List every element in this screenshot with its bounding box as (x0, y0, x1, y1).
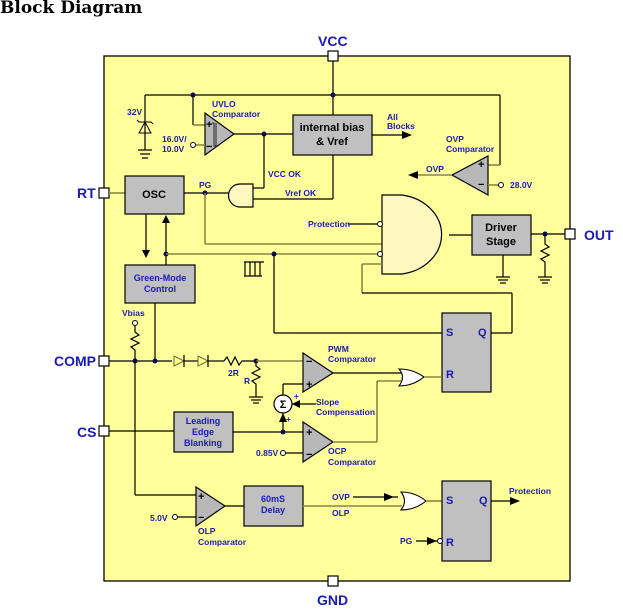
pwm-comp-2: Comparator (328, 354, 377, 364)
uvlo-comparator: + − UVLO Comparator 16.0V/ 10.0V (162, 99, 293, 189)
pwm-comparator: − + PWM Comparator (282, 344, 403, 395)
pin-comp[interactable]: COMP (54, 353, 110, 369)
pwm-plus: + (306, 379, 312, 391)
internal-bias-block: internal bias & Vref All Blocks VCC OK V… (253, 112, 415, 200)
ocp-plus: + (306, 427, 312, 439)
leb-block: Leading Edge Blanking (109, 411, 303, 453)
chip-body (103, 55, 571, 582)
delay-line-1: 60mS (261, 494, 285, 504)
and-gate-pg (227, 183, 254, 208)
vcc-ok-label: VCC OK (268, 169, 302, 179)
ovp-minus: − (478, 179, 484, 191)
zener-diode-icon: 32V (127, 95, 154, 159)
pin-vcc[interactable]: VCC (318, 33, 348, 62)
slope-label-1: Slope (316, 397, 339, 407)
prot-latch-q: Q (479, 495, 488, 507)
zener-label: 32V (127, 107, 142, 117)
sigma-icon: Σ (280, 399, 287, 411)
osc-label: OSC (142, 189, 166, 201)
clock-pulse-icon (244, 261, 264, 277)
olp-comp-2: Comparator (198, 537, 247, 547)
green-line-2: Control (144, 284, 176, 294)
olp-ref: 5.0V (150, 513, 168, 523)
delay-block: 60mS Delay OVP OLP (243, 485, 402, 527)
prot-latch-s: S (446, 495, 453, 507)
or-gate-reset (397, 368, 442, 387)
leb-line-1: Leading (186, 416, 221, 426)
protection-in-label: Protection (308, 219, 350, 229)
vref-ok-label: Vref OK (285, 188, 317, 198)
ovp-comp-2: Comparator (446, 144, 495, 154)
pin-gnd[interactable]: GND (317, 575, 348, 608)
pwm-latch-r: R (446, 369, 454, 381)
ovp-out-label: OVP (426, 164, 444, 174)
pin-out-label: OUT (584, 227, 614, 243)
uvlo-plus: + (206, 119, 212, 131)
ocp-comparator: + − 0.85V OCP Comparator (256, 380, 403, 467)
all-blocks-2: Blocks (387, 121, 415, 131)
protection-out-label: Protection (509, 486, 551, 496)
olp-plus: + (198, 491, 204, 503)
pwm-latch-s: S (446, 327, 453, 339)
olp-comp-1: OLP (198, 526, 216, 536)
ovp-in-label: OVP (332, 492, 350, 502)
vcc-rail (145, 61, 501, 166)
page-title: Block Diagram (0, 0, 143, 18)
ovp-comp-1: OVP (446, 134, 464, 144)
ocp-comp-1: OCP (328, 446, 347, 456)
pin-cs-label: CS (77, 424, 96, 440)
pin-vcc-label: VCC (318, 33, 348, 49)
and-gate-output: Protection (308, 194, 513, 333)
pwm-latch-q: Q (478, 327, 487, 339)
delay-line-2: Delay (261, 505, 285, 515)
uvlo-minus: − (206, 141, 212, 153)
ovp-ref: 28.0V (510, 180, 533, 190)
uvlo-label-1: UVLO (212, 99, 236, 109)
protection-latch: S Q R PG Protection (400, 480, 551, 562)
osc-block: OSC PG (109, 175, 382, 265)
pg-in-label: PG (400, 536, 413, 546)
all-blocks-1: All (387, 112, 398, 122)
leb-line-2: Edge (192, 427, 214, 437)
green-mode-block: Green-Mode Control (124, 251, 442, 362)
ovp-comparator: + − OVP Comparator 28.0V OVP (408, 134, 533, 197)
uvlo-ref-2: 10.0V (162, 144, 185, 154)
green-line-1: Green-Mode (134, 273, 187, 283)
sigma-plus-2: + (286, 415, 291, 424)
driver-stage-block: Driver Stage (471, 214, 565, 284)
bias-line-1: internal bias (300, 122, 365, 134)
prot-latch-r: R (446, 537, 454, 549)
vbias-label: Vbias (122, 308, 145, 318)
olp-comparator: + − 5.0V OLP Comparator (150, 485, 247, 547)
uvlo-ref-1: 16.0V/ (162, 134, 187, 144)
olp-in-label: OLP (332, 508, 350, 518)
r2-label: 2R (228, 368, 239, 378)
pwm-comp-1: PWM (328, 344, 349, 354)
ocp-minus: − (306, 449, 312, 461)
pin-rt-label: RT (77, 185, 96, 201)
ocp-comp-2: Comparator (328, 457, 377, 467)
comp-network: Vbias 2R R (109, 308, 303, 496)
ovp-plus: + (478, 159, 484, 171)
leb-line-3: Blanking (184, 438, 222, 448)
r1-label: R (244, 376, 250, 386)
driver-line-2: Stage (486, 236, 516, 248)
ocp-ref: 0.85V (256, 448, 279, 458)
pin-gnd-label: GND (317, 592, 348, 608)
uvlo-label-2: Comparator (212, 109, 261, 119)
pin-comp-label: COMP (54, 353, 96, 369)
summing-node: Σ + Slope Compensation + (273, 392, 375, 432)
pwm-minus: − (306, 356, 312, 368)
olp-minus: − (198, 512, 204, 524)
pg-label: PG (199, 180, 212, 190)
bias-line-2: & Vref (316, 136, 348, 148)
driver-line-1: Driver (485, 222, 518, 234)
sigma-plus-1: + (294, 392, 299, 401)
pin-out[interactable]: OUT (564, 227, 614, 243)
or-gate-protection (399, 491, 442, 511)
pwm-latch: S Q R (441, 312, 512, 393)
slope-label-2: Compensation (316, 407, 375, 417)
